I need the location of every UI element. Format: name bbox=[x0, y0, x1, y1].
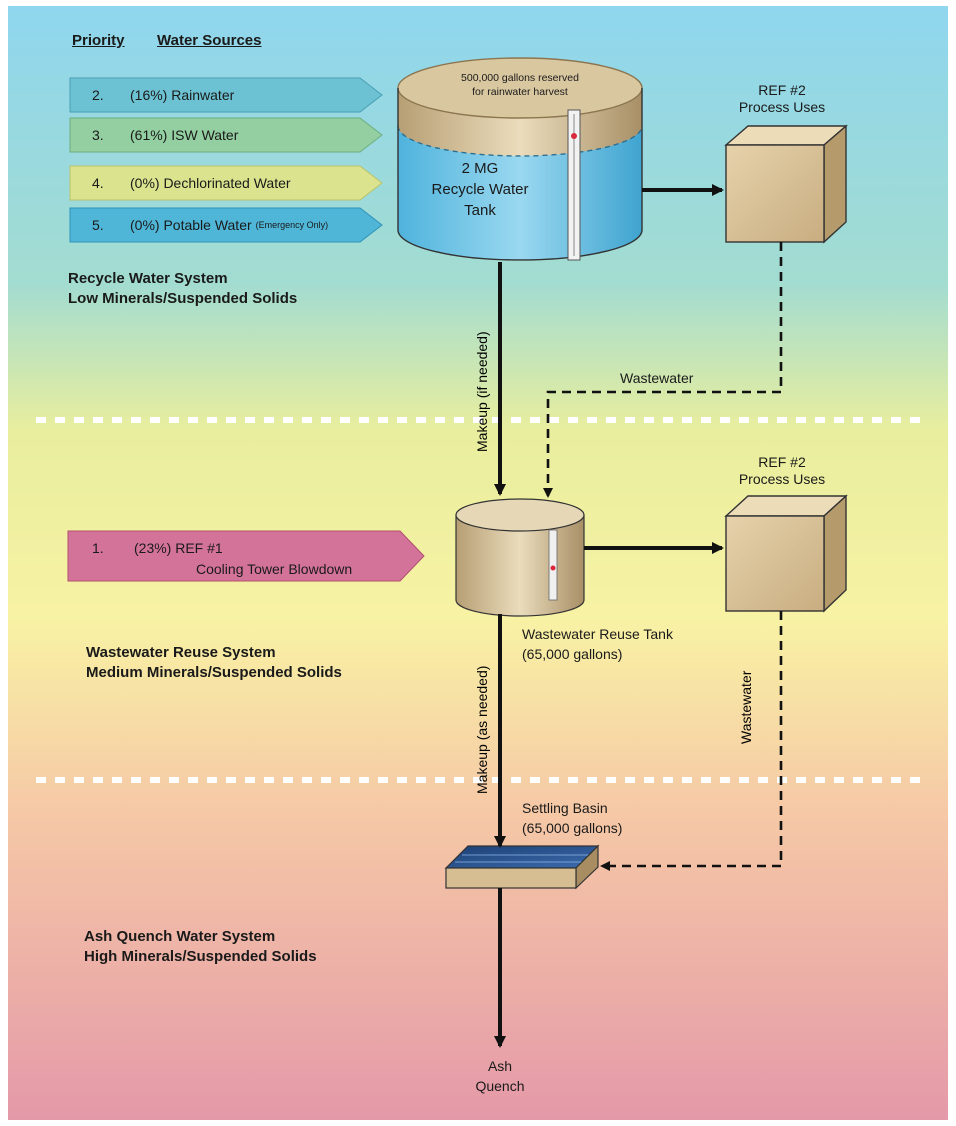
ash-quench-line1: Ash bbox=[487, 1058, 513, 1074]
ref1-line2: Cooling Tower Blowdown bbox=[196, 561, 353, 577]
source-arrow-ref1 bbox=[67, 530, 425, 582]
source-arrow-potable bbox=[69, 207, 383, 243]
source-arrow-isw bbox=[69, 117, 383, 153]
source-priority: 2. bbox=[92, 87, 104, 103]
tank-label-line2: Recycle Water bbox=[431, 181, 529, 198]
wastewater-reuse-tank bbox=[455, 498, 585, 617]
source-dechlorinated-water: 4. (0%) Dechlorinated Water bbox=[70, 166, 291, 200]
reuse-tank-line2: (65,000 gallons) bbox=[522, 646, 623, 662]
process-top-line1: REF #2 bbox=[758, 82, 806, 98]
ref1-line1: (23%) REF #1 bbox=[134, 540, 223, 556]
label-makeup-if-needed: Makeup (if needed) bbox=[474, 331, 490, 452]
source-priority: 5. bbox=[92, 217, 104, 233]
settling-basin-line1: Settling Basin bbox=[522, 800, 608, 816]
system-ash-line1: Ash Quench Water System bbox=[84, 928, 276, 945]
system-reuse-line1: Wastewater Reuse System bbox=[86, 644, 276, 661]
source-potable-water: 5. (0%) Potable Water (Emergency Only) bbox=[70, 208, 328, 242]
source-priority: 4. bbox=[92, 175, 104, 191]
tank-reserve-line2: for rainwater harvest bbox=[472, 86, 568, 98]
tank-reserve-line1: 500,000 gallons reserved bbox=[461, 72, 579, 84]
source-note: (Emergency Only) bbox=[255, 220, 329, 230]
process-mid-line1: REF #2 bbox=[758, 454, 806, 470]
system-recycle-line2: Low Minerals/Suspended Solids bbox=[68, 290, 298, 307]
process-top-line2: Process Uses bbox=[738, 99, 826, 115]
source-priority: 3. bbox=[92, 127, 104, 143]
recycle-water-tank bbox=[397, 57, 643, 261]
process-cube-top bbox=[724, 124, 848, 244]
source-isw-water: 3. (61%) ISW Water bbox=[70, 118, 238, 152]
source-label: (61%) ISW Water bbox=[130, 127, 239, 143]
source-arrow-dechlorinated bbox=[69, 165, 383, 201]
ref1-priority: 1. bbox=[92, 540, 104, 556]
system-ash-line2: High Minerals/Suspended Solids bbox=[84, 948, 317, 965]
label-wastewater-side: Wastewater bbox=[738, 670, 754, 744]
ash-quench-line2: Quench bbox=[475, 1078, 525, 1094]
header-water-sources: Water Sources bbox=[157, 32, 262, 49]
source-label: (0%) Dechlorinated Water bbox=[130, 175, 291, 191]
reuse-tank-line1: Wastewater Reuse Tank bbox=[522, 626, 673, 642]
header-priority: Priority bbox=[72, 32, 125, 49]
tank-label-line3: Tank bbox=[464, 202, 496, 219]
label-wastewater-top: Wastewater bbox=[620, 370, 694, 386]
system-reuse-line2: Medium Minerals/Suspended Solids bbox=[86, 664, 342, 681]
source-rainwater: 2. (16%) Rainwater bbox=[70, 78, 234, 112]
flow-wastewater-top bbox=[543, 242, 783, 498]
process-cube-mid bbox=[724, 494, 848, 613]
label-makeup-as-needed: Makeup (as needed) bbox=[474, 665, 490, 794]
source-label: (0%) Potable Water bbox=[130, 217, 252, 233]
tank-label-line1: 2 MG bbox=[461, 160, 499, 177]
settling-basin bbox=[444, 844, 600, 890]
source-label: (16%) Rainwater bbox=[130, 87, 235, 103]
settling-basin-line2: (65,000 gallons) bbox=[522, 820, 623, 836]
flow-wastewater-side bbox=[600, 611, 783, 871]
process-mid-line2: Process Uses bbox=[738, 471, 826, 487]
system-recycle-line1: Recycle Water System bbox=[68, 270, 228, 287]
source-arrow-rainwater bbox=[69, 77, 383, 113]
